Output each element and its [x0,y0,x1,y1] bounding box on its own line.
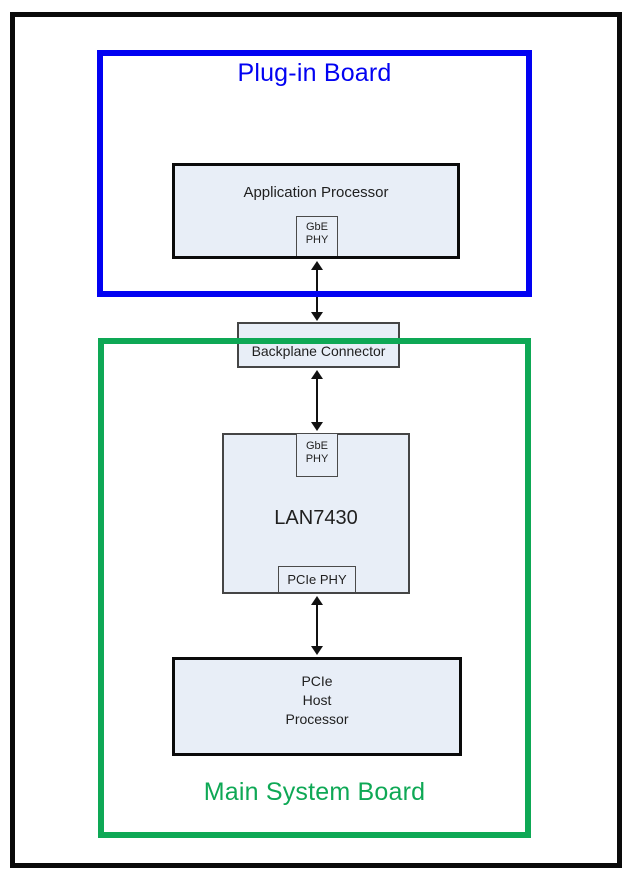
pcie-host-processor-node: PCIe Host Processor [172,657,462,756]
application-processor-label: Application Processor [243,184,389,201]
app-gbe-phy-node: GbE PHY [296,216,338,256]
arrowhead-up-icon [311,370,323,379]
main-board-title: Main System Board [203,778,426,806]
pcie-host-processor-label: PCIe Host Processor [285,673,349,727]
arrowhead-down-icon [311,422,323,431]
arrowhead-down-icon [311,312,323,321]
backplane-connector-label: Backplane Connector [251,343,386,359]
application-processor-node: Application Processor GbE PHY [172,163,460,259]
arrowhead-down-icon [311,646,323,655]
arrow-backplane-to-lan [311,370,323,431]
arrow-line [316,601,318,650]
arrowhead-up-icon [311,596,323,605]
plugin-board-outline: Plug-in Board [97,50,532,297]
lan7430-label: LAN7430 [274,507,358,529]
lan7430-node: GbE PHY LAN7430 PCIe PHY [222,433,410,594]
arrowhead-up-icon [311,261,323,270]
arrow-line [316,375,318,426]
pcie-phy-node: PCIe PHY [278,566,356,592]
arrow-lan-to-host [311,596,323,655]
backplane-connector-node: Backplane Connector [237,322,400,368]
main-board-outline: Main System Board [98,338,531,838]
lan-gbe-phy-node: GbE PHY [296,433,338,477]
plugin-board-title: Plug-in Board [237,59,392,87]
page-frame [10,12,622,868]
